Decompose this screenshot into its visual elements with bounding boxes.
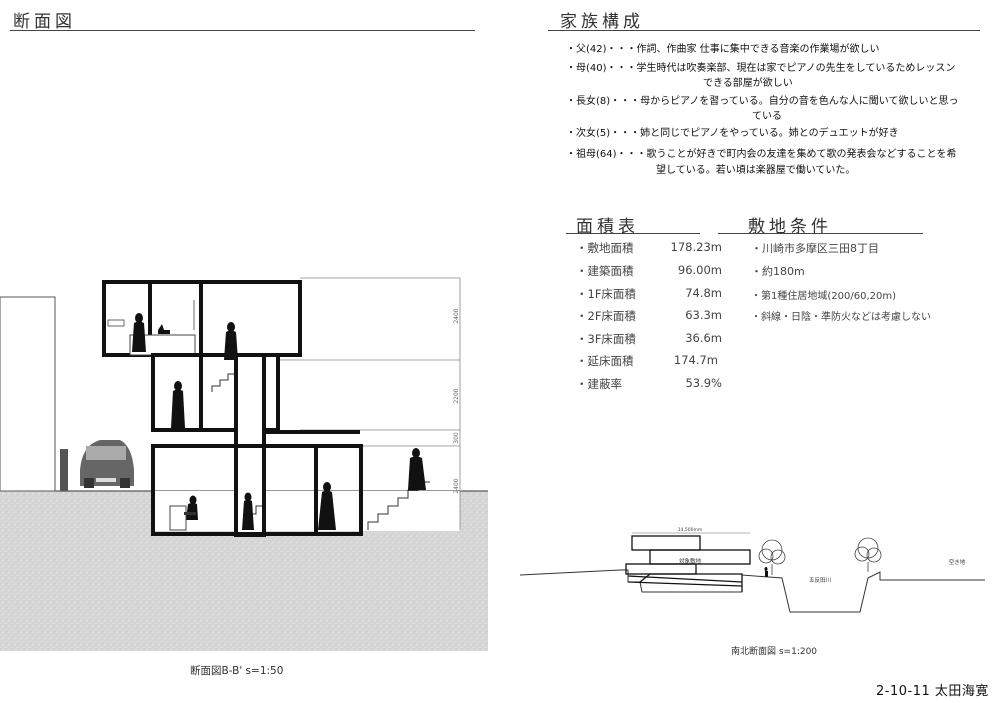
- area-row: ・延床面積 174.7m: [576, 353, 718, 369]
- credit-label: 2-10-11 太田海寛: [876, 684, 989, 699]
- area-row-value: 74.8m: [685, 286, 722, 300]
- area-row: ・敷地面積 178.23m: [576, 240, 722, 256]
- area-row-value: 178.23m: [670, 240, 722, 254]
- site-section-caption: 南北断面図 s=1:200: [731, 647, 818, 657]
- dimension-label: 2200: [453, 388, 460, 403]
- section-heading-rule: [10, 30, 475, 31]
- family-line-mother-cont: できる部屋が欲しい: [703, 78, 793, 89]
- area-row: ・2F床面積 63.3m: [576, 308, 722, 324]
- site-building: [625, 535, 751, 592]
- dimension-labels: 2400 2200 300 2400: [453, 308, 460, 493]
- area-table-heading: 面積表: [576, 217, 639, 237]
- site-restrictions: ・斜線・日陰・準防火などは考慮しない: [751, 312, 931, 323]
- target-site-label: 対象敷地: [679, 557, 702, 565]
- second-floor: [151, 353, 280, 432]
- section-caption: 断面図B-B' s=1:50: [190, 665, 284, 677]
- building-section-drawing: 2400 2200 300 2400: [0, 277, 488, 651]
- area-row-label: ・2F床面積: [576, 309, 636, 323]
- area-row-label: ・建築面積: [576, 264, 634, 278]
- section-heading: 断面図: [13, 12, 76, 32]
- vacant-lot-label: 空き地: [949, 558, 966, 566]
- site-width-dim: 14,500mm: [678, 527, 703, 533]
- area-row: ・建蔽率 53.9%: [576, 376, 722, 392]
- family-line-grandmother-cont: 望している。若い頃は楽器屋で働いていた。: [656, 165, 856, 176]
- site-zoning: ・第1種住居地域(200/60,20m): [751, 291, 896, 302]
- area-row-label: ・1F床面積: [576, 287, 636, 301]
- area-row-value: 53.9%: [685, 376, 722, 390]
- area-table-rule: [566, 233, 700, 234]
- area-row-value: 174.7m: [673, 353, 718, 367]
- first-floor: [151, 444, 363, 536]
- dimension-label: 300: [453, 432, 460, 444]
- family-line-second: ・次女(5)・・・姉と同じでピアノをやっている。姉とのデュエットが好き: [566, 128, 899, 139]
- family-line-eldest: ・長女(8)・・・母からピアノを習っている。自分の音を色んな人に聞いて欲しいと思…: [566, 96, 959, 107]
- tree-icon: [758, 537, 882, 575]
- site-area: ・約180m: [751, 265, 805, 278]
- area-row-value: 96.00m: [677, 263, 722, 277]
- family-heading: 家族構成: [560, 12, 644, 32]
- site-section-drawing: 14,500mm 対象敷地 五反田川 空き地: [520, 527, 985, 613]
- site-conditions-heading: 敷地条件: [748, 217, 832, 237]
- car-silhouette: [80, 440, 134, 488]
- site-conditions-rule: [718, 233, 923, 234]
- area-row-label: ・延床面積: [576, 354, 634, 368]
- people-silhouettes: [132, 313, 426, 530]
- area-row: ・建築面積 96.00m: [576, 263, 722, 279]
- family-line-father: ・父(42)・・・作詞、作曲家 仕事に集中できる音楽の作業場が欲しい: [566, 44, 880, 55]
- area-row: ・3F床面積 36.6m: [576, 331, 722, 347]
- river-label: 五反田川: [809, 576, 831, 584]
- neighbor-building: [0, 296, 56, 492]
- dimension-label: 2400: [453, 478, 460, 493]
- area-row-value: 63.3m: [685, 308, 722, 322]
- area-row-label: ・建蔽率: [576, 377, 622, 391]
- area-row-label: ・3F床面積: [576, 332, 636, 346]
- site-address: ・川崎市多摩区三田8丁目: [751, 242, 879, 255]
- area-row-label: ・敷地面積: [576, 241, 634, 255]
- family-heading-rule: [548, 30, 980, 31]
- family-line-mother: ・母(40)・・・学生時代は吹奏楽部、現在は家でピアノの先生をしているためレッス…: [566, 63, 956, 74]
- area-row: ・1F床面積 74.8m: [576, 286, 722, 302]
- family-line-grandmother: ・祖母(64)・・・歌うことが好きで町内会の友達を集めて歌の発表会などすることを…: [566, 149, 957, 160]
- family-line-eldest-cont: ている: [752, 111, 782, 122]
- dimension-label: 2400: [453, 308, 460, 323]
- area-row-value: 36.6m: [685, 331, 722, 345]
